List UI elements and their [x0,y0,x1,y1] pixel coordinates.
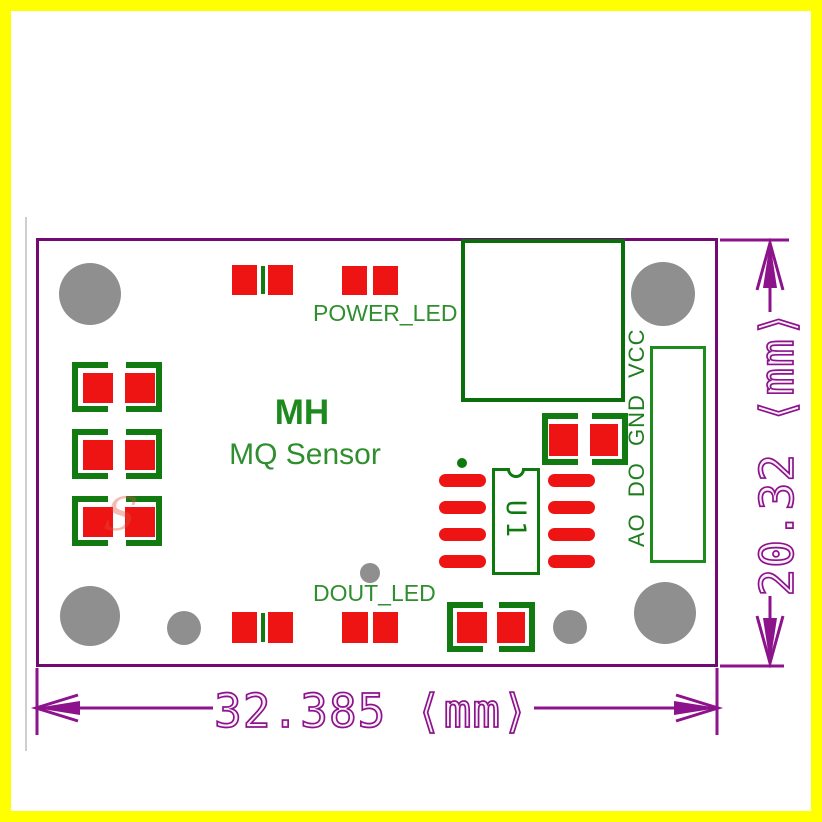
bracket-right [126,362,162,412]
smd-pad [125,440,155,470]
smd-pad [83,373,113,403]
bracket-left [72,429,108,479]
pad-bracket [72,362,162,412]
mounting-hole-top-left [59,263,121,325]
bracket-right [499,602,535,652]
via-hole-bottom-left [167,611,201,645]
brand-mq-sensor-label: MQ Sensor [229,438,381,471]
smd-pad [125,373,155,403]
ic-pad [548,474,595,487]
dout-led-pad [268,612,293,643]
via-hole-bottom-right [553,610,587,644]
pin-header-outline [650,346,706,563]
bracket-left [72,362,108,412]
brand-mh-label: MH [274,393,330,432]
dout-led-resistor-pad [342,612,368,643]
ic-pad [439,501,486,514]
mounting-hole-top-right [631,262,695,326]
bracket-right [592,413,628,465]
dout-led-separator [261,613,265,642]
ic-pad [439,555,486,568]
pin-labels: AO DO GND VCC [624,328,649,547]
ic-outline [492,468,540,575]
ic-pad [548,528,595,541]
bracket-right [126,429,162,479]
via-hole-center [360,563,380,583]
smd-pad [83,440,113,470]
pad-bracket [72,429,162,479]
smd-pad [497,612,525,643]
power-led-resistor-pad [342,266,367,295]
power-led-resistor-pad [373,266,398,295]
bracket-right [126,496,162,546]
bracket-left [542,413,578,465]
bracket-left [72,496,108,546]
smd-pad [590,424,618,456]
pad-bracket [72,496,162,546]
width-dimension-label: 32.385 ⟨mm⟩ [213,684,530,738]
mounting-hole-bottom-right [634,582,696,644]
mounting-hole-bottom-left [60,586,120,646]
height-dimension-label: 20.32 ⟨mm⟩ [749,309,805,598]
ic-notch [507,468,525,478]
smd-pad [83,507,113,537]
board-outline [36,238,718,667]
dout-led-pad [232,612,257,643]
dout-led-label: DOUT_LED [313,580,436,606]
power-led-label: POWER_LED [313,300,458,326]
ic-pad [548,555,595,568]
ic-pad [439,528,486,541]
scan-artifact-line [25,217,27,751]
smd-pad [125,507,155,537]
pad-bracket [447,602,535,652]
dout-led-resistor-pad [373,612,398,643]
smd-pad [549,424,578,456]
power-led-pad [232,265,257,295]
pad-bracket [542,413,628,465]
power-led-separator [261,266,265,294]
bracket-left [447,602,483,652]
ic-reference-label: U1 [500,499,531,543]
ic-pad [548,501,595,514]
ic-pad [439,474,486,487]
power-led-pad [268,265,293,295]
sensor-footprint-outline [461,239,625,402]
pin1-dot [457,458,467,468]
smd-pad [457,612,487,643]
